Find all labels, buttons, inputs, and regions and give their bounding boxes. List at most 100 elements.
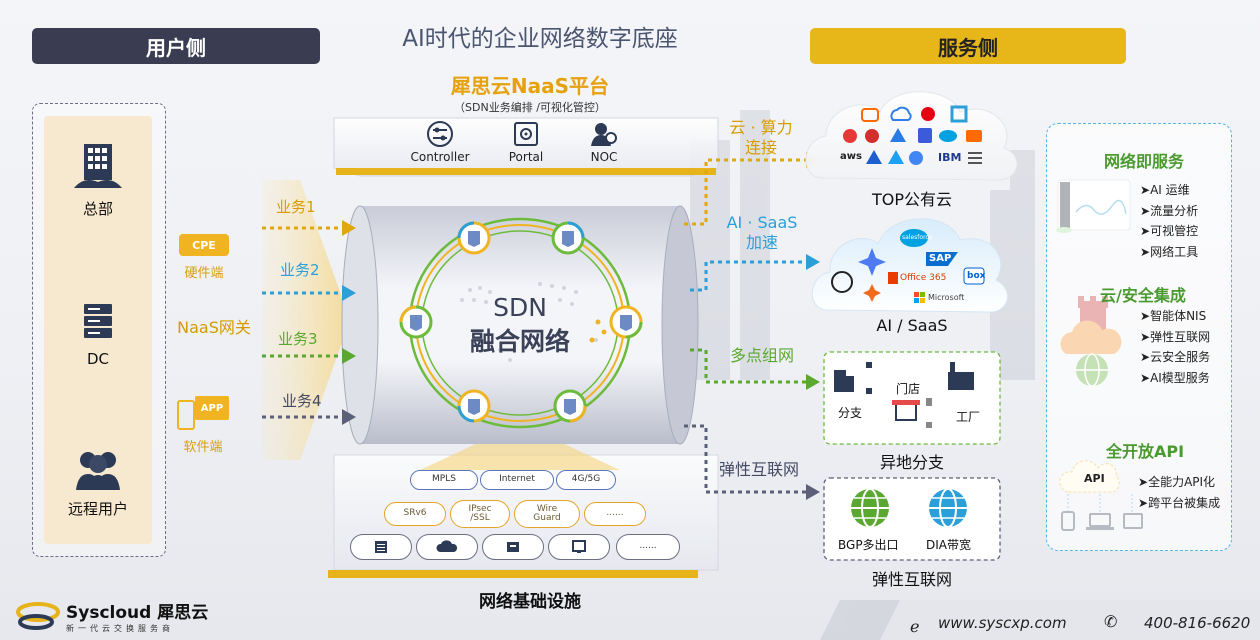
headquarters-label: 总部 — [82, 200, 113, 218]
sdn-subtitle: 融合网络 — [469, 327, 570, 356]
security-section-list: ➤智能体NIS ➤弹性互联网 ➤云安全服务 ➤AI模型服务 — [1140, 306, 1210, 388]
infra-wireguard: Wire Guard — [514, 500, 580, 528]
bgp-label: BGP多出口 — [838, 538, 899, 552]
footer-logo-mark — [16, 602, 60, 630]
box-logo: box — [967, 271, 986, 281]
monitor-icon — [572, 540, 586, 553]
sdn-title: SDN — [493, 293, 547, 322]
naas-gateway-label: NaaS网关 — [177, 318, 251, 337]
building-icon — [74, 144, 122, 188]
aws-logo: aws — [840, 151, 862, 162]
globe-e-icon: ℯ — [910, 619, 919, 636]
infra-srv6: SRv6 — [384, 502, 446, 526]
dia-label: DIA带宽 — [926, 538, 971, 552]
hardware-device: CPE 硬件端 — [174, 234, 234, 281]
infra-more-protocols: ...... — [584, 502, 646, 526]
ai-saas-brand-icons — [831, 229, 985, 303]
switch-icon — [507, 542, 519, 552]
controller-tool: Controller — [400, 120, 480, 164]
remote-user-label: 远程用户 — [67, 500, 128, 518]
phone-number: 400-816-6620 — [1144, 614, 1251, 632]
business-lines — [262, 220, 356, 425]
infra-ipsec: IPsec /SSL — [450, 500, 510, 528]
sec-item-elastic: ➤弹性互联网 — [1140, 329, 1211, 344]
office365-logo: Office 365 — [900, 273, 947, 283]
sap-logo: SAP — [929, 253, 952, 264]
portal-label: Portal — [508, 150, 544, 164]
remote-branch-label: 异地分支 — [879, 453, 944, 472]
microsoft-logo: Microsoft — [928, 293, 965, 302]
infra-switch-device — [482, 534, 544, 560]
controller-icon — [427, 121, 453, 147]
portal-tool: Portal — [486, 120, 566, 164]
remote-user-item: 远程用户 — [44, 446, 152, 519]
platform-title: 犀思云NaaS平台 — [450, 73, 610, 98]
cloud-compute-label: 云 · 算力 连接 — [729, 118, 793, 157]
ai-saas-label: AI / SaaS — [876, 316, 948, 335]
salesforce-logo: salesforce — [902, 234, 933, 241]
naas-item-visual: ➤可视管控 — [1140, 224, 1199, 238]
sdn-nodes — [399, 221, 643, 423]
api-cloud-label: API — [1084, 472, 1105, 485]
noc-tool: NOC — [564, 120, 644, 164]
app-device-icon: APP — [175, 394, 231, 430]
business-3-label: 业务3 — [278, 330, 318, 348]
public-cloud-shape — [805, 91, 1018, 181]
user-side-header: 用户侧 — [32, 28, 320, 64]
ai-saas-accel-label: AI · SaaS 加速 — [726, 213, 798, 252]
brand-slogan: 新一代云交换服务商 — [66, 624, 174, 633]
infra-internet: Internet — [480, 470, 554, 490]
api-section-title: 全开放API — [1106, 442, 1185, 461]
infra-4g5g: 4G/5G — [556, 470, 616, 490]
branch-icons — [834, 362, 974, 428]
noc-icon — [591, 123, 617, 146]
headquarters-item: 总部 — [44, 138, 152, 219]
portal-icon — [514, 122, 538, 146]
naas-section-title: 网络即服务 — [1104, 152, 1185, 171]
users-group-icon — [76, 452, 120, 490]
security-section-title: 云/安全集成 — [1100, 286, 1186, 305]
software-device: APP 软件端 — [172, 394, 234, 455]
api-section-list: ➤全能力API化 ➤跨平台被集成 — [1138, 472, 1220, 513]
infra-cloud-device — [416, 534, 478, 560]
infra-monitor-device — [548, 534, 610, 560]
api-item-cross: ➤跨平台被集成 — [1138, 495, 1221, 510]
software-label: 软件端 — [183, 440, 223, 455]
cloud-brand-icons — [843, 105, 982, 165]
platform-subtitle: （SDN业务编排 /可视化管控） — [454, 101, 606, 114]
branch-office-label: 分支 — [838, 406, 863, 420]
naas-section-list: ➤AI 运维 ➤流量分析 ➤可视管控 ➤网络工具 — [1140, 180, 1198, 262]
naas-item-ai-ops: ➤AI 运维 — [1140, 183, 1190, 197]
dc-label: DC — [86, 350, 110, 368]
ai-saas-cloud-shape — [811, 218, 1008, 313]
naas-item-tools: ➤网络工具 — [1140, 244, 1199, 259]
service-side-header: 服务侧 — [810, 28, 1126, 64]
business-4-label: 业务4 — [282, 392, 322, 410]
cloud-router-icon — [436, 540, 458, 552]
sec-item-nis: ➤智能体NIS — [1140, 309, 1207, 323]
sec-item-ai-model: ➤AI模型服务 — [1140, 370, 1210, 385]
elastic-internet-caption: 弹性互联网 — [871, 570, 952, 589]
globe-icons — [851, 488, 967, 528]
diagram-title: AI时代的企业网络数字底座 — [402, 26, 678, 52]
hardware-label: 硬件端 — [184, 266, 224, 281]
cpe-icon: CPE — [179, 234, 229, 256]
infra-mpls: MPLS — [410, 470, 478, 490]
multipoint-label: 多点组网 — [729, 346, 794, 365]
sdn-center-text: SDN 融合网络 — [440, 293, 600, 358]
store-label: 门店 — [896, 382, 921, 396]
website-link[interactable]: www.syscxp.com — [938, 614, 1067, 632]
sec-item-cloud-sec: ➤云安全服务 — [1140, 350, 1211, 364]
elastic-internet-label: 弹性互联网 — [718, 460, 799, 479]
business-2-label: 业务2 — [280, 261, 320, 279]
naas-item-traffic: ➤流量分析 — [1140, 203, 1199, 218]
public-cloud-label: TOP公有云 — [871, 190, 953, 209]
server-rack-icon — [375, 541, 387, 553]
infrastructure-title: 网络基础设施 — [479, 591, 581, 612]
infra-server-device — [350, 534, 412, 560]
branch-box — [823, 351, 1001, 445]
infra-more-devices: ...... — [616, 534, 680, 560]
brand-name: Syscloud 犀思云 — [66, 603, 209, 623]
factory-label: 工厂 — [956, 410, 981, 424]
business-1-label: 业务1 — [276, 198, 316, 216]
